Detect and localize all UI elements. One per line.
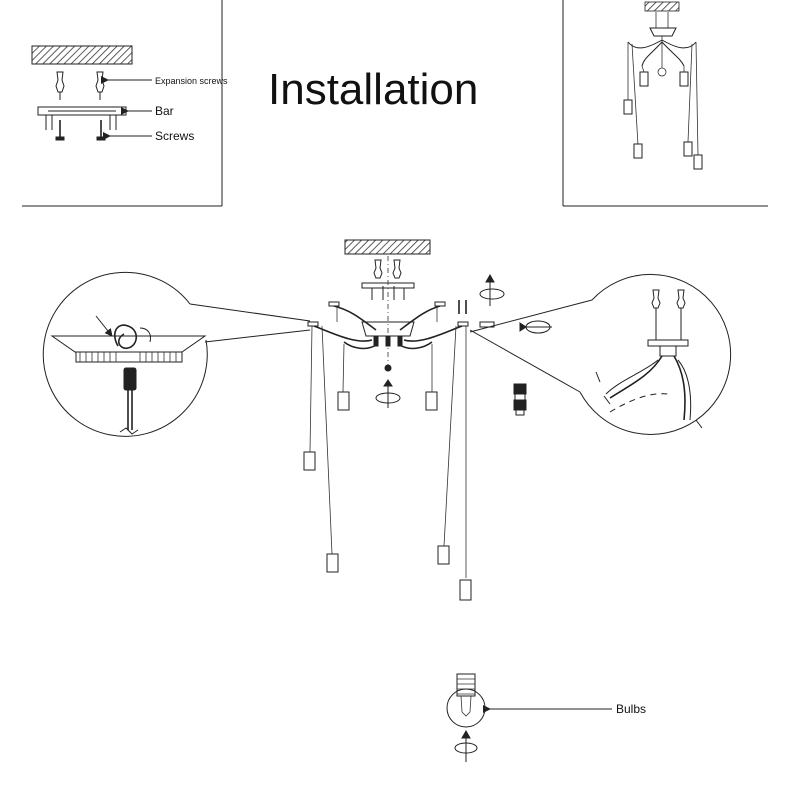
lamp-holder-icon [679, 71, 689, 87]
lamp-holder-icon [326, 553, 339, 573]
rotate-arrow-icon [375, 379, 401, 408]
lamp-holder-icon [303, 451, 316, 471]
main-fixture-drawing [303, 239, 552, 601]
canopy-zoom-detail [42, 271, 311, 437]
lamp-holder-icon [639, 71, 649, 87]
bulb-icon [446, 673, 486, 728]
lamp-holder-icon [437, 545, 450, 565]
finial-icon [384, 364, 392, 372]
expansion-screws-label: Expansion screws [155, 76, 228, 86]
mounting-bar-icon [37, 106, 127, 130]
lamp-holder-icon [337, 391, 350, 411]
lamp-holder-icon [623, 99, 633, 115]
screws-label: Screws [155, 129, 194, 143]
hook-zoom-detail [469, 273, 732, 435]
bulb-drawing: Bulbs [446, 673, 646, 762]
expansion-screw-icon [95, 71, 105, 100]
rotate-arrow-icon [479, 273, 505, 306]
lamp-holder-icon [683, 141, 693, 157]
page-title: Installation [268, 65, 478, 114]
lamp-holder-icon [633, 143, 643, 159]
expansion-screw-icon [55, 71, 65, 100]
bar-label: Bar [155, 104, 174, 118]
screw-icon [96, 120, 106, 141]
bulbs-label: Bulbs [616, 702, 646, 716]
lamp-holder-icon [693, 154, 703, 170]
finished-fixture-panel [562, 0, 768, 207]
lamp-holder-icon [459, 579, 472, 601]
rotate-arrow-icon [454, 729, 478, 762]
rotate-arrow-icon [519, 320, 552, 334]
bracket-detail-panel: Expansion screws Bar Screws [22, 0, 228, 207]
coil-pattern [79, 352, 177, 362]
screw-icon [55, 120, 65, 141]
lamp-socket-icon [513, 383, 527, 416]
lamp-holder-icon [425, 391, 438, 411]
